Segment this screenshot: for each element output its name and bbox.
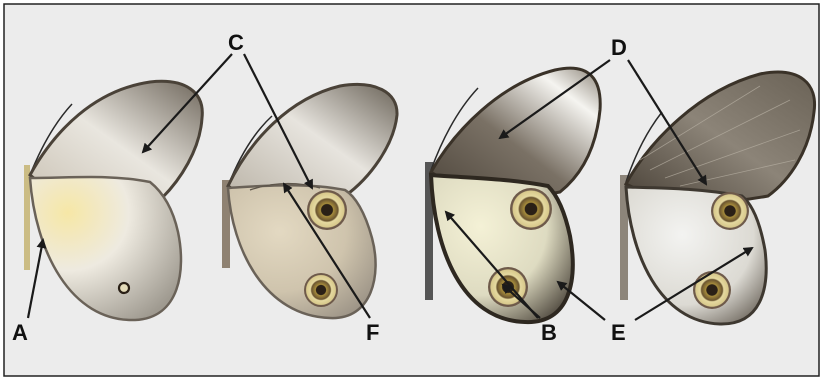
wing-1-small-eyespot	[119, 283, 129, 293]
label-f: F	[366, 320, 379, 345]
wing-4-eyespot-lower	[693, 271, 731, 309]
wing-2-eyespot-upper	[307, 190, 347, 230]
wing-4-eyespot-upper	[711, 192, 749, 230]
label-d: D	[611, 35, 627, 60]
label-c: C	[228, 30, 244, 55]
wing-2-eyespot-lower	[304, 273, 338, 307]
label-a: A	[12, 320, 28, 345]
wing-3-eyespot-upper	[510, 188, 552, 230]
label-e: E	[611, 320, 626, 345]
label-b: B	[541, 320, 557, 345]
